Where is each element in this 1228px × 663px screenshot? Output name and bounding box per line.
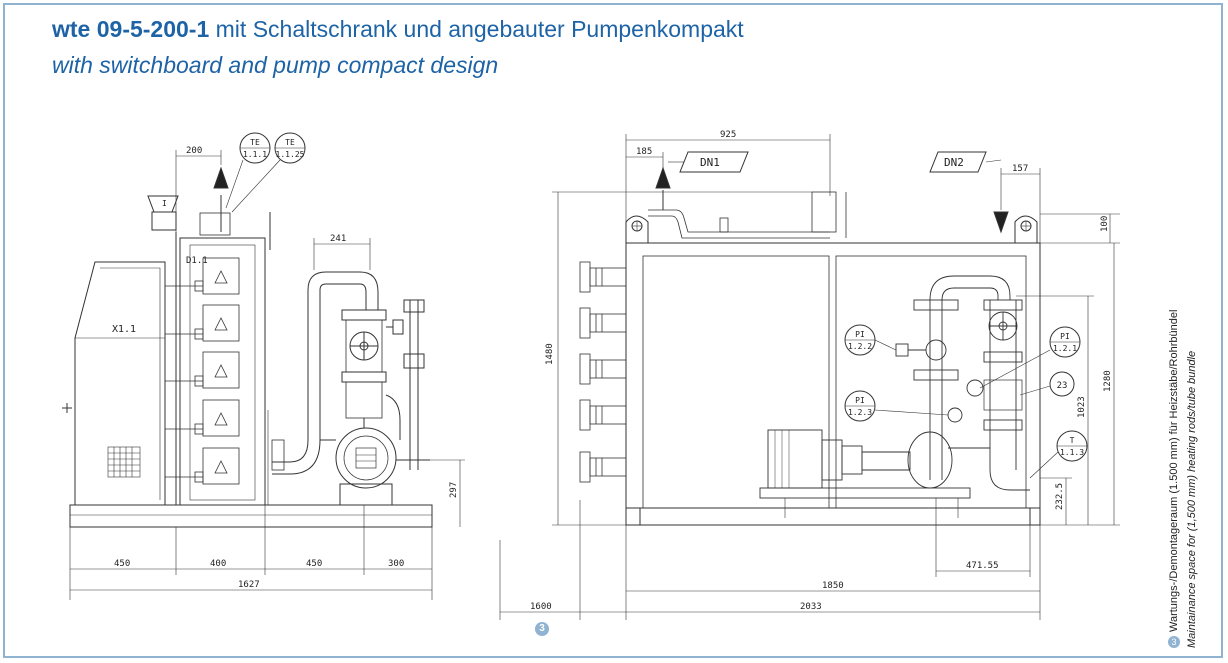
note-german-text: Wartungs-/Demontageraum (1.500 mm) für H… <box>1168 309 1180 632</box>
pump-motor-left <box>320 427 430 506</box>
heater-panel <box>179 237 266 506</box>
svg-text:185: 185 <box>636 147 652 157</box>
svg-text:T: T <box>1070 436 1075 445</box>
svg-text:PI: PI <box>1060 332 1070 341</box>
left-nozzles <box>579 261 627 483</box>
model-name: wte 09-5-200-1 <box>52 16 210 42</box>
title-german-text: mit Schaltschrank und angebauter Pumpenk… <box>215 16 744 42</box>
svg-text:1850: 1850 <box>822 581 844 591</box>
svg-text:300: 300 <box>388 559 404 569</box>
left-view: X1.1 D1.1 <box>62 132 465 600</box>
heater-connectors <box>165 280 204 483</box>
svg-text:297: 297 <box>449 482 459 498</box>
top-piping <box>648 191 847 239</box>
svg-text:1280: 1280 <box>1103 370 1113 392</box>
note-number-badge: 3 <box>1168 636 1180 648</box>
maintenance-note: 3 Wartungs-/Demontageraum (1.500 mm) für … <box>1168 310 1198 648</box>
switch-cabinet <box>74 261 166 506</box>
flow-arrow-dn1 <box>655 166 671 189</box>
svg-text:TE: TE <box>285 138 295 147</box>
title-english: with switchboard and pump compact design <box>52 52 499 78</box>
svg-text:157: 157 <box>1012 164 1028 174</box>
svg-text:232.5: 232.5 <box>1055 483 1065 510</box>
tag-23: 23 <box>1019 371 1075 397</box>
left-dimensions: 200 241 297 450 400 450 300 1627 <box>69 146 465 600</box>
svg-text:100: 100 <box>1100 216 1110 232</box>
left-pipework <box>272 271 425 475</box>
tag-pi-1-2-2: PI 1.2.2 <box>844 324 897 356</box>
svg-text:450: 450 <box>306 559 322 569</box>
svg-text:1.2.2: 1.2.2 <box>848 342 872 351</box>
svg-text:400: 400 <box>210 559 226 569</box>
svg-text:200: 200 <box>186 146 202 156</box>
left-base <box>69 504 433 528</box>
maintenance-note-english: Maintainance space for (1,500 mm) heatin… <box>1186 350 1198 648</box>
flow-arrow-left <box>213 166 229 189</box>
svg-text:450: 450 <box>114 559 130 569</box>
right-view: DN1 DN2 <box>499 130 1120 620</box>
svg-text:23: 23 <box>1057 381 1068 391</box>
note-marker-3: 3 <box>535 622 549 636</box>
cabinet-vent <box>107 446 141 478</box>
maintenance-note-german: 3 Wartungs-/Demontageraum (1.500 mm) für … <box>1168 310 1180 648</box>
tag-t-1-1-3: T 1.1.3 <box>1029 430 1088 479</box>
panel-label: D1.1 <box>186 256 208 266</box>
vent-label: I <box>162 199 167 208</box>
svg-text:1.1.3: 1.1.3 <box>1060 448 1084 457</box>
page-frame <box>3 3 1223 658</box>
dn1-label: DN1 <box>668 151 749 173</box>
tag-te-1-1-1: TE 1.1.1 <box>239 132 271 164</box>
svg-text:TE: TE <box>250 138 260 147</box>
svg-text:471.55: 471.55 <box>966 561 999 571</box>
svg-text:DN1: DN1 <box>700 156 720 169</box>
svg-text:1600: 1600 <box>530 602 552 612</box>
svg-text:1.1.25: 1.1.25 <box>276 150 305 159</box>
svg-text:1023: 1023 <box>1077 396 1087 418</box>
svg-text:925: 925 <box>720 130 736 140</box>
storage-frame <box>625 242 1041 526</box>
svg-text:241: 241 <box>330 234 346 244</box>
svg-text:1.2.1: 1.2.1 <box>1053 344 1077 353</box>
svg-text:1.1.1: 1.1.1 <box>243 150 267 159</box>
svg-text:PI: PI <box>855 396 865 405</box>
svg-text:1480: 1480 <box>545 343 555 365</box>
flow-arrow-dn2 <box>993 211 1009 234</box>
right-dimensions: 925 185 157 100 1480 1280 1023 232 <box>499 130 1120 620</box>
svg-text:PI: PI <box>855 330 865 339</box>
svg-text:1.2.3: 1.2.3 <box>848 408 872 417</box>
cabinet-label: X1.1 <box>112 324 136 335</box>
pump-group-right <box>895 275 1030 491</box>
svg-text:1627: 1627 <box>238 580 260 590</box>
title-german: wte 09-5-200-1 mit Schaltschrank und ang… <box>52 16 744 43</box>
svg-text:2033: 2033 <box>800 602 822 612</box>
svg-text:DN2: DN2 <box>944 156 964 169</box>
tag-pi-1-2-3: PI 1.2.3 <box>844 390 949 422</box>
tag-te-1-1-25: TE 1.1.25 <box>274 132 306 164</box>
dn2-label: DN2 <box>929 151 1002 173</box>
heater-flanges <box>202 257 240 485</box>
tag-pi-1-2-1: PI 1.2.1 <box>979 326 1081 389</box>
pump-motor-right <box>759 429 990 518</box>
